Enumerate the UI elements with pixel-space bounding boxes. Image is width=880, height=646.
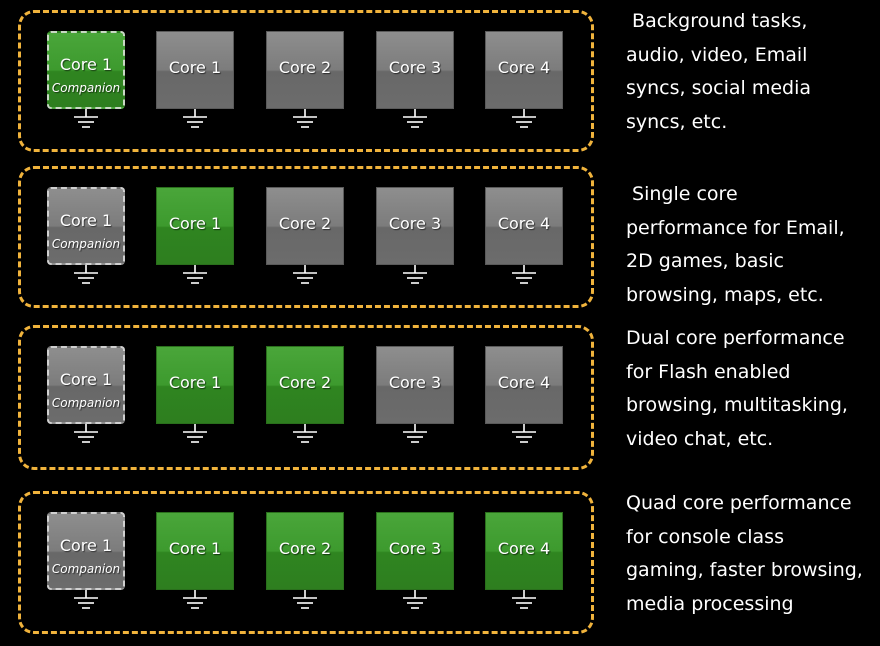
core-label: Core 1 [168, 373, 222, 392]
cpu-core: Core 1 [156, 31, 234, 109]
cpu-core: Core 2 [266, 187, 344, 265]
mode-description-1: Background tasks, audio, video, Email sync… [626, 5, 876, 139]
description-line: for Flash enabled [626, 360, 791, 383]
description-line: Dual core performance [626, 327, 845, 349]
mode-description-4: Quad core performance for console class ga… [626, 487, 876, 621]
companion-label: Companion [51, 237, 121, 251]
ground-icon [512, 424, 536, 443]
core-label: Core 1 [168, 214, 222, 233]
core-label: Core 4 [497, 214, 551, 233]
cpu-core: Core 3 [376, 187, 454, 265]
mode-description-2: Single core performance for Email, 2D game… [626, 178, 876, 312]
core-label: Core 1 [59, 211, 113, 230]
description-line: Single core [626, 183, 738, 205]
companion-core: Core 1 Companion [47, 346, 125, 424]
core-label: Core 1 [59, 55, 113, 74]
description-line: performance for Email, [626, 216, 845, 239]
ground-icon [74, 265, 98, 284]
ground-icon [293, 424, 317, 443]
mode-frame-1 [18, 10, 594, 152]
core-label: Core 4 [497, 373, 551, 392]
cpu-core: Core 4 [485, 512, 563, 590]
core-label: Core 3 [388, 373, 442, 392]
description-line: media processing [626, 592, 794, 615]
mode-frame-3 [18, 325, 594, 470]
ground-icon [403, 109, 427, 128]
core-label: Core 1 [168, 539, 222, 558]
ground-icon [183, 424, 207, 443]
core-label: Core 4 [497, 58, 551, 77]
cpu-core: Core 4 [485, 187, 563, 265]
core-label: Core 3 [388, 58, 442, 77]
core-label: Core 4 [497, 539, 551, 558]
description-line: audio, video, Email [626, 43, 808, 66]
cpu-core: Core 3 [376, 512, 454, 590]
description-line: browsing, multitasking, [626, 394, 848, 416]
description-line: for console class [626, 525, 784, 548]
ground-icon [293, 109, 317, 128]
description-line: Quad core performance [626, 492, 852, 514]
ground-icon [403, 265, 427, 284]
mode-description-3: Dual core performance for Flash enabled br… [626, 322, 876, 456]
ground-icon [183, 109, 207, 128]
cpu-core: Core 2 [266, 512, 344, 590]
core-label: Core 2 [278, 58, 332, 77]
ground-icon [74, 590, 98, 609]
companion-label: Companion [51, 396, 121, 410]
ground-icon [74, 424, 98, 443]
core-label: Core 3 [388, 214, 442, 233]
ground-icon [183, 265, 207, 284]
cpu-core: Core 2 [266, 346, 344, 424]
core-label: Core 1 [168, 58, 222, 77]
ground-icon [512, 590, 536, 609]
ground-icon [183, 590, 207, 609]
cpu-core: Core 3 [376, 346, 454, 424]
companion-label: Companion [51, 81, 121, 95]
core-label: Core 2 [278, 373, 332, 392]
companion-label: Companion [51, 562, 121, 576]
companion-core: Core 1 Companion [47, 31, 125, 109]
mode-frame-2 [18, 166, 594, 308]
core-label: Core 2 [278, 214, 332, 233]
ground-icon [512, 109, 536, 128]
description-line: 2D games, basic [626, 250, 784, 272]
cpu-core: Core 3 [376, 31, 454, 109]
description-line: gaming, faster browsing, [626, 559, 863, 581]
description-line: syncs, social media [626, 77, 811, 99]
core-label: Core 2 [278, 539, 332, 558]
mode-frame-4 [18, 491, 594, 634]
description-line: Background tasks, [626, 10, 808, 32]
cpu-core: Core 1 [156, 346, 234, 424]
description-line: browsing, maps, etc. [626, 283, 824, 306]
ground-icon [403, 424, 427, 443]
ground-icon [512, 265, 536, 284]
ground-icon [293, 265, 317, 284]
companion-core: Core 1 Companion [47, 512, 125, 590]
description-line: video chat, etc. [626, 427, 774, 450]
cpu-core: Core 1 [156, 187, 234, 265]
cpu-core: Core 4 [485, 31, 563, 109]
ground-icon [293, 590, 317, 609]
description-line: syncs, etc. [626, 110, 728, 133]
cpu-core: Core 4 [485, 346, 563, 424]
cpu-core: Core 1 [156, 512, 234, 590]
ground-icon [403, 590, 427, 609]
companion-core: Core 1 Companion [47, 187, 125, 265]
cpu-core: Core 2 [266, 31, 344, 109]
core-label: Core 3 [388, 539, 442, 558]
ground-icon [74, 109, 98, 128]
core-label: Core 1 [59, 536, 113, 555]
core-label: Core 1 [59, 370, 113, 389]
